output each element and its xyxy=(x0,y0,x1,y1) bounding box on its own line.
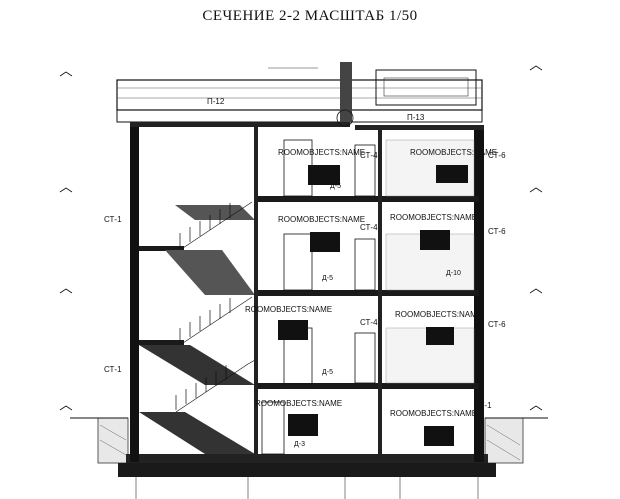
staircase-left xyxy=(139,201,256,454)
wall-tag-st6-f4: СТ-6 xyxy=(488,151,506,160)
room-label-floor4-left: ROOMOBJECTS:NAME xyxy=(278,148,365,157)
room-label-floor1-left: ROOMOBJECTS:NAME xyxy=(255,399,342,408)
door-openings xyxy=(261,139,376,455)
room-label-floor2-right: ROOMOBJECTS:NAME xyxy=(395,310,482,319)
wall-tag-st1-ground: СТ-1 xyxy=(474,401,492,410)
left-exterior-wall xyxy=(130,122,139,462)
door-tag-d1: Д-3 xyxy=(294,441,305,448)
grid-axes xyxy=(135,477,479,499)
room-label-floor4-right: ROOMOBJECTS:NAME xyxy=(410,148,497,157)
door-tag-d-right: Д-10 xyxy=(446,270,461,277)
wall-tag-st4-f4: СТ-4 xyxy=(360,151,378,160)
room-label-floor3-left: ROOMOBJECTS:NAME xyxy=(278,215,365,224)
wall-tag-st6-f3: СТ-6 xyxy=(488,227,506,236)
door-tag-d4: Д-5 xyxy=(322,275,333,282)
floor-slabs xyxy=(139,196,479,389)
wall-tag-st1-lower: СТ-1 xyxy=(104,365,122,374)
ground-hatching xyxy=(70,417,548,464)
ground-floor-slab xyxy=(126,454,488,463)
door-tag-d2: Д-5 xyxy=(330,183,341,190)
wall-tag-st4-f3: СТ-4 xyxy=(360,223,378,232)
roof-tag-pl-right: П-13 xyxy=(407,113,425,122)
roof-tag-pl-left: П-12 xyxy=(207,97,225,106)
room-label-floor1-right: ROOMOBJECTS:NAME xyxy=(390,409,477,418)
foundation-slab xyxy=(118,463,496,477)
wall-tag-st4-f2: СТ-4 xyxy=(360,318,378,327)
drawing-title: СЕЧЕНИЕ 2-2 МАСШТАБ 1/50 xyxy=(202,8,418,24)
level-markers xyxy=(59,65,543,411)
room-furniture xyxy=(278,165,468,446)
wall-tag-st6-f2: СТ-6 xyxy=(488,320,506,329)
door-tag-d3: Д-5 xyxy=(322,369,333,376)
partition-walls xyxy=(254,127,382,454)
wall-tag-st1-upper: СТ-1 xyxy=(104,215,122,224)
roof-structure xyxy=(116,62,484,130)
room-label-floor2-left: ROOMOBJECTS:NAME xyxy=(245,305,332,314)
room-label-floor3-right: ROOMOBJECTS:NAME xyxy=(390,213,477,222)
